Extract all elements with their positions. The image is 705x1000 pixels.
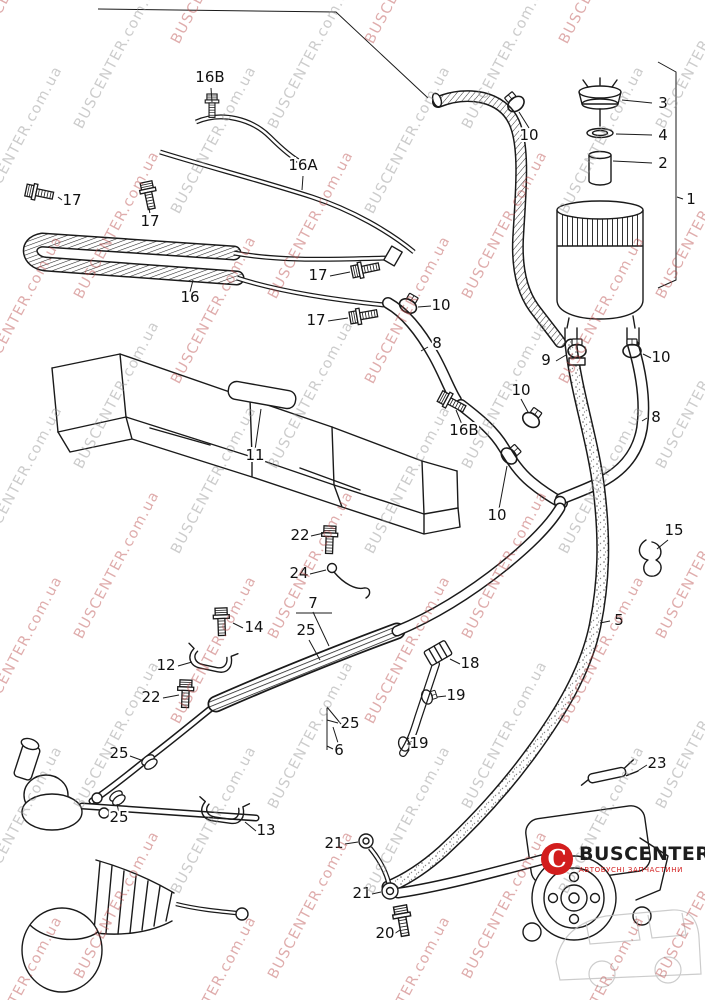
logo-subtitle: АВТОБУСНІ ЗАПЧАСТИНИ <box>579 865 683 874</box>
callout-8-a: 8 <box>432 334 442 352</box>
callout-16a: 16A <box>288 156 318 174</box>
callout-16b-b: 16B <box>449 421 478 439</box>
return-hose-5 <box>381 338 610 894</box>
banjo-fitting-21-lower <box>381 882 399 900</box>
frame-bracket-plate <box>227 380 297 410</box>
callout-22-b: 22 <box>141 688 160 706</box>
callout-25-d: 25 <box>109 808 128 826</box>
callout-19-a: 19 <box>446 686 465 704</box>
callout-23: 23 <box>647 754 666 772</box>
pipe-16b <box>195 114 304 166</box>
rack-boot <box>89 859 175 935</box>
clip-15 <box>638 539 662 577</box>
callout-25-a: 25 <box>296 621 315 639</box>
clip-23 <box>580 759 639 786</box>
bolt-17-d-icon <box>347 304 380 327</box>
callout-5: 5 <box>614 611 624 629</box>
clamp-bracket-12 <box>188 642 239 673</box>
callout-10-e: 10 <box>487 506 506 524</box>
hose-8-left <box>382 297 568 509</box>
callout-12: 12 <box>156 656 175 674</box>
buscenter-logo: C BUSCENTER АВТОБУСНІ ЗАПЧАСТИНИ <box>541 843 705 875</box>
callout-17-c: 17 <box>308 266 327 284</box>
callout-17-b: 17 <box>140 212 159 230</box>
callout-10-d: 10 <box>511 381 530 399</box>
callout-11: 11 <box>245 446 264 464</box>
pressure-hose-assembly <box>88 502 566 805</box>
bracket-9-plate <box>568 357 586 366</box>
bolt-22-b-icon <box>176 679 195 709</box>
leader-lines <box>57 87 684 935</box>
logo-title: BUSCENTER <box>579 842 705 865</box>
callout-14: 14 <box>244 618 263 636</box>
callout-16: 16 <box>180 288 199 306</box>
callout-1: 1 <box>686 190 696 208</box>
callout-24: 24 <box>289 564 308 582</box>
bolt-22-a-icon <box>320 525 339 555</box>
fitting-18-icon <box>423 640 453 666</box>
banjo-fitting-21-upper <box>358 833 374 849</box>
callout-10-c: 10 <box>651 348 670 366</box>
callout-17-a: 17 <box>62 191 81 209</box>
callout-17-d: 17 <box>306 311 325 329</box>
clip-24 <box>326 562 371 599</box>
callout-22-a: 22 <box>290 526 309 544</box>
callout-25-c: 25 <box>109 744 128 762</box>
callout-19-b: 19 <box>409 734 428 752</box>
callout-9: 9 <box>541 351 551 369</box>
clamp-10-d-icon <box>519 404 547 432</box>
tie-rod-end <box>235 907 249 921</box>
callout-15: 15 <box>664 521 683 539</box>
callout-25-b: 25 <box>340 714 359 732</box>
subframe-member <box>51 353 461 535</box>
reservoir-assembly <box>556 77 644 348</box>
cooler-pipe-16 <box>22 232 389 308</box>
clamp-bracket-13 <box>199 796 251 825</box>
filter-part-2 <box>588 150 612 186</box>
pipe-16a <box>159 149 416 267</box>
callout-8-b: 8 <box>651 408 661 426</box>
callout-2: 2 <box>658 154 668 172</box>
callout-7: 7 <box>308 594 318 612</box>
reservoir-body-part-1 <box>556 200 644 348</box>
callout-6: 6 <box>334 741 344 759</box>
bolt-17-a-icon <box>23 181 56 205</box>
cap-part-3 <box>578 85 622 99</box>
bolt-17-b-icon <box>137 179 161 212</box>
callout-10-b: 10 <box>431 296 450 314</box>
callout-3: 3 <box>658 94 668 112</box>
callout-20: 20 <box>375 924 394 942</box>
banjo-bolt-20-icon <box>390 903 415 939</box>
pump <box>522 805 669 942</box>
callout-16b-top: 16B <box>195 68 224 86</box>
suction-hose <box>431 90 566 348</box>
pump-hose-banjos <box>358 833 558 900</box>
van-sketch <box>555 909 702 988</box>
callout-4: 4 <box>658 126 668 144</box>
callout-21-a: 21 <box>324 834 343 852</box>
callout-18: 18 <box>460 654 479 672</box>
callout-13: 13 <box>256 821 275 839</box>
bolt-17-c-icon <box>349 257 382 281</box>
callout-10-a: 10 <box>519 126 538 144</box>
steering-rack <box>13 737 260 993</box>
callout-21-b: 21 <box>352 884 371 902</box>
logo-c-icon: C <box>541 843 573 875</box>
bolt-14-icon <box>212 607 231 637</box>
